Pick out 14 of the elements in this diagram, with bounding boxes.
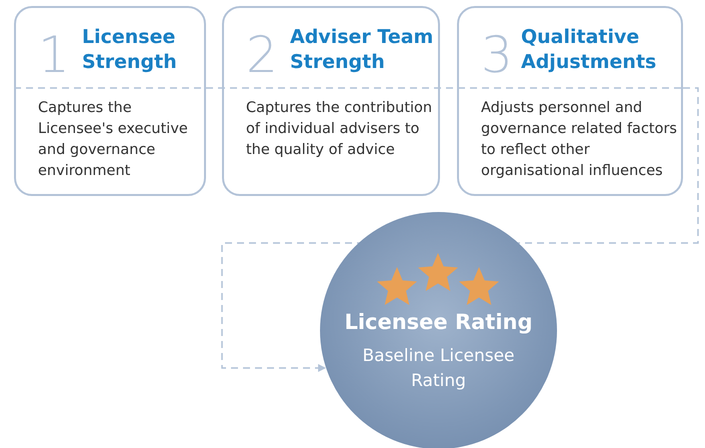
step-description: Captures the contribution of individual advisers to the quality of advice (246, 99, 434, 160)
rating-title: Licensee Rating (343, 310, 534, 334)
step-card (14, 6, 206, 196)
step-title: Qualitative Adjustments (521, 25, 658, 75)
step-number: 2 (246, 30, 278, 80)
step-description: Adjusts personnel and governance related factors to reflect other organisational influences (481, 99, 678, 181)
step-card (457, 6, 683, 196)
step-title: Adviser Team Strength (290, 25, 434, 75)
step-number: 1 (38, 30, 70, 80)
step-description: Captures the Licensee's executive and governance environment (38, 99, 189, 181)
step-title: Licensee Strength (82, 25, 178, 75)
step-card (222, 6, 440, 196)
step-number: 3 (481, 30, 513, 80)
rating-subtitle: Baseline Licensee Rating (361, 345, 516, 393)
